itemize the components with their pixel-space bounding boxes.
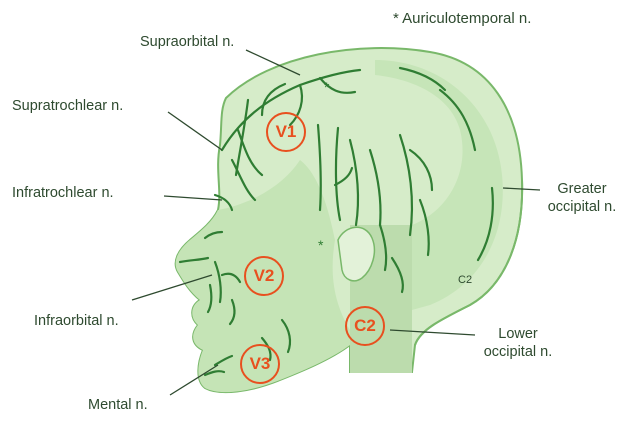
zone-c2-badge: C2 [345, 306, 385, 346]
lower-occipital-line1: Lower [466, 325, 570, 343]
infraorbital-label: Infraorbital n. [34, 312, 119, 330]
greater-occipital-label: Greater occipital n. [532, 180, 632, 216]
supraorbital-label: Supraorbital n. [140, 33, 234, 51]
greater-occipital-line2: occipital n. [532, 198, 632, 216]
mental-label: Mental n. [88, 396, 148, 414]
greater-occipital-line1: Greater [532, 180, 632, 198]
lower-occipital-label: Lower occipital n. [466, 325, 570, 361]
zone-v3-badge: V3 [240, 344, 280, 384]
lower-occipital-line2: occipital n. [466, 343, 570, 361]
zone-v1-badge: V1 [266, 112, 306, 152]
auriculotemporal-label: * Auriculotemporal n. [393, 10, 531, 28]
zone-v2-badge: V2 [244, 256, 284, 296]
supratrochlear-label: Supratrochlear n. [12, 97, 123, 115]
asterisk-face-marker: * [318, 237, 324, 253]
c2-small-label: C2 [458, 274, 472, 286]
infratrochlear-label: Infratrochlear n. [12, 184, 114, 202]
asterisk-scalp-marker: * [324, 79, 330, 95]
